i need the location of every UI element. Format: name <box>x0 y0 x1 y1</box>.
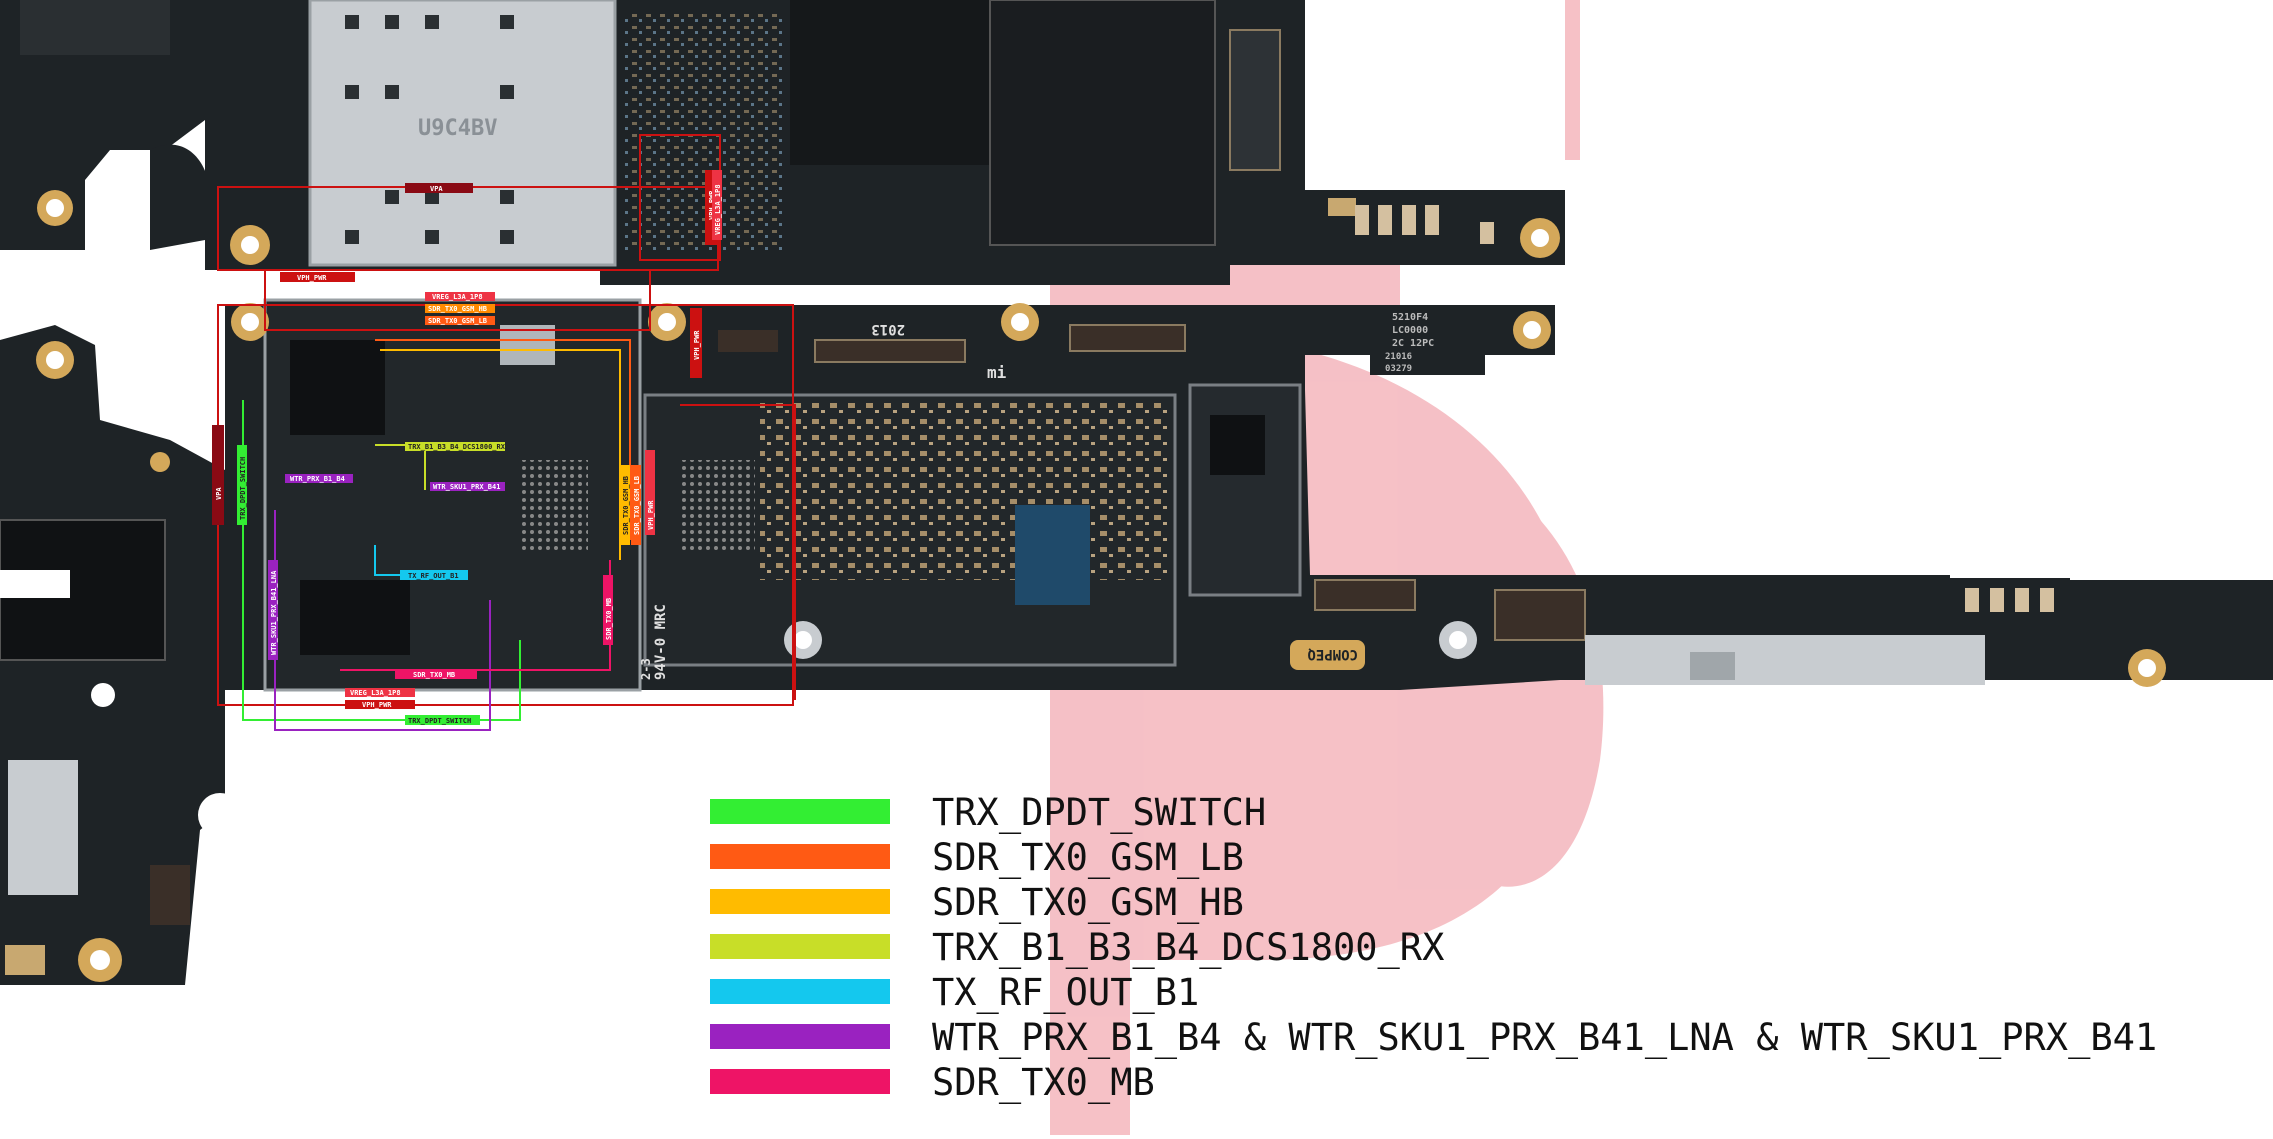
net-label-gsm-hb: SDR_TX0_GSM_HB <box>428 305 487 313</box>
svg-text:LC0000: LC0000 <box>1392 325 1428 336</box>
board-left <box>0 325 242 985</box>
net-label-trx-dpdt: TRX_DPDT_SWITCH <box>408 717 471 725</box>
net-label-vph-pwr-bottom: VPH_PWR <box>362 701 392 709</box>
net-label-vph-pwr-v2: VPH_PWR <box>693 330 701 360</box>
legend-item: SDR_TX0_MB <box>710 1060 2250 1105</box>
legend-label: TRX_B1_B3_B4_DCS1800_RX <box>932 926 1445 969</box>
vph-trace <box>264 269 651 331</box>
net-label-vreg-bottom: VREG_L3A_1P8 <box>350 689 401 697</box>
legend-swatch <box>710 844 890 869</box>
legend-label: WTR_PRX_B1_B4 & WTR_SKU1_PRX_B41_LNA & W… <box>932 1016 2158 1059</box>
net-label-wtr-prx: WTR_PRX_B1_B4 <box>290 475 345 483</box>
legend-swatch <box>710 1069 890 1094</box>
svg-text:2C 12PC: 2C 12PC <box>1392 338 1434 349</box>
trace-trx-dpdt <box>242 400 521 721</box>
brand-mark: mi <box>987 363 1007 382</box>
legend-item: WTR_PRX_B1_B4 & WTR_SKU1_PRX_B41_LNA & W… <box>710 1015 2250 1060</box>
net-label-vpa: VPA <box>430 185 443 193</box>
net-label-vpa-vertical: VPA <box>215 487 223 500</box>
legend-swatch <box>710 889 890 914</box>
net-label-gsm-hb-vertical: SDR_TX0_GSM_HB <box>622 476 630 535</box>
legend-swatch <box>710 934 890 959</box>
net-label-gsm-lb-vertical: SDR_TX0_GSM_LB <box>633 476 641 535</box>
legend-swatch <box>710 799 890 824</box>
net-label-wtr-sku1-lna-vertical: WTR_SKU1_PRX_B41_LNA <box>270 570 278 655</box>
rev-mark: 94V-0 MRC <box>653 604 669 680</box>
chip-marking: U9C4BV <box>418 116 497 141</box>
net-label-vph-pwr: VPH_PWR <box>297 274 327 282</box>
svg-text:03279: 03279 <box>1385 364 1412 374</box>
net-label-tx-rf: TX_RF_OUT_B1 <box>408 572 459 580</box>
compeq-mark: COMPEQ <box>1307 646 1358 662</box>
board-code-text: 2013 <box>871 321 905 337</box>
svg-text:21016: 21016 <box>1385 352 1412 362</box>
legend-swatch <box>710 1024 890 1049</box>
board-top-strip: U9C4BV <box>205 0 1565 285</box>
board-main: 2013 mi 5210F4 LC0000 2C 12PC 21016 0327… <box>225 298 2273 692</box>
net-label-trx-dpdt-vertical: TRX_DPDT_SWITCH <box>239 457 247 520</box>
rev-sub-mark: 2-3 <box>639 658 653 680</box>
legend-label: TRX_DPDT_SWITCH <box>932 791 1267 834</box>
legend-label: SDR_TX0_GSM_HB <box>932 881 1244 924</box>
net-label-sdr-mb: SDR_TX0_MB <box>413 671 455 679</box>
legend-item: SDR_TX0_GSM_LB <box>710 835 2250 880</box>
net-label-vph-pwr-v3: VPH_PWR <box>647 500 655 530</box>
net-labels: VPA VPH_PWR VREG_L3A_1P8 SDR_TX0_GSM_HB … <box>212 170 722 725</box>
legend-item: TRX_DPDT_SWITCH <box>710 790 2250 835</box>
legend-label: TX_RF_OUT_B1 <box>932 971 1200 1014</box>
net-label-trx-b1: TRX_B1_B3_B4_DCS1800_RX <box>408 443 506 451</box>
net-label-gsm-lb: SDR_TX0_GSM_LB <box>428 317 487 325</box>
legend-label: SDR_TX0_MB <box>932 1061 1155 1104</box>
net-label-wtr-sku1: WTR_SKU1_PRX_B41 <box>433 483 500 491</box>
net-label-sdr-mb-vertical: SDR_TX0_MB <box>605 598 613 640</box>
sticker: 5210F4 LC0000 2C 12PC 21016 03279 <box>1370 305 1485 375</box>
net-label-vreg: VREG_L3A_1P8 <box>432 293 483 301</box>
legend-swatch <box>710 979 890 1004</box>
board-top-left <box>0 0 211 250</box>
legend-item: TRX_B1_B3_B4_DCS1800_RX <box>710 925 2250 970</box>
legend-label: SDR_TX0_GSM_LB <box>932 836 1244 879</box>
svg-text:5210F4: 5210F4 <box>1392 312 1428 323</box>
legend-item: SDR_TX0_GSM_HB <box>710 880 2250 925</box>
legend-item: TX_RF_OUT_B1 <box>710 970 2250 1015</box>
net-label-vreg-vertical: VREG_L3A_1P8 <box>714 184 722 235</box>
